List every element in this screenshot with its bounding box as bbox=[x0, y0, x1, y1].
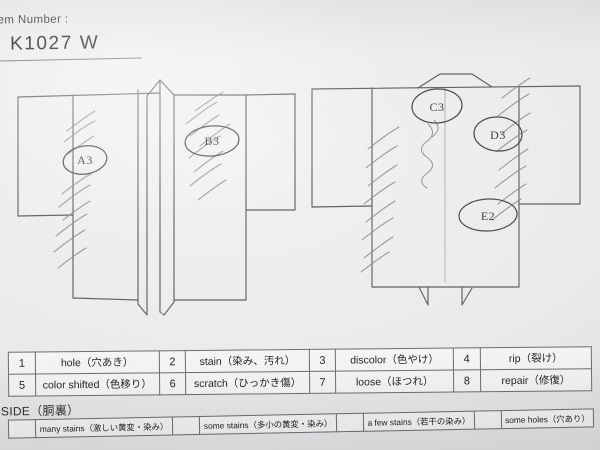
inside-section-title: NSIDE（胴裏） bbox=[0, 403, 80, 419]
damage-mark-c3-label: C3 bbox=[429, 100, 444, 114]
pencil-hatching-back-right bbox=[491, 77, 531, 221]
code-label: rip（裂け） bbox=[479, 346, 592, 370]
code-label: scratch（ひっかき傷） bbox=[185, 371, 310, 395]
code-label: color shifted（色移り） bbox=[35, 372, 160, 397]
code-number: 8 bbox=[453, 369, 481, 393]
code-label: stain（染み、汚れ） bbox=[185, 349, 310, 373]
inside-checkbox-some-stains[interactable] bbox=[172, 416, 200, 435]
code-label: loose（ほつれ） bbox=[335, 370, 454, 394]
damage-code-legend: 1 hole（穴あき） 2 stain（染み、汚れ） 3 discolor（色や… bbox=[7, 346, 593, 397]
inside-condition-row: many stains（激しい黄変・染み） some stains（多小の黄変・… bbox=[7, 408, 595, 439]
damage-mark-e2: E2 bbox=[458, 198, 518, 232]
inside-checkbox-a-few-stains[interactable] bbox=[336, 413, 364, 432]
code-number: 1 bbox=[8, 352, 36, 375]
inside-label-some-holes: some holes（穴あり） bbox=[501, 408, 594, 429]
damage-mark-e2-label: E2 bbox=[481, 209, 495, 223]
inside-checkbox-many-stains[interactable] bbox=[8, 419, 36, 439]
pencil-hatching-back-left bbox=[360, 126, 400, 273]
code-number: 4 bbox=[453, 347, 481, 371]
table-row: 5 color shifted（色移り） 6 scratch（ひっかき傷） 7 … bbox=[8, 368, 592, 397]
code-label: repair（修復） bbox=[480, 368, 592, 392]
item-number-underline bbox=[0, 57, 142, 62]
table-row: many stains（激しい黄変・染み） some stains（多小の黄変・… bbox=[8, 408, 594, 439]
code-number: 2 bbox=[158, 350, 186, 373]
code-number: 6 bbox=[159, 372, 187, 395]
pencil-hatching-front-right bbox=[185, 91, 231, 201]
damage-mark-a3-label: A3 bbox=[77, 153, 93, 167]
item-number-value: K1027 W bbox=[9, 32, 100, 55]
item-number-label: tem Number : bbox=[0, 13, 69, 27]
code-label: discolor（色やけ） bbox=[335, 348, 454, 372]
damage-mark-d3-label: D3 bbox=[490, 128, 506, 142]
code-number: 3 bbox=[308, 349, 336, 372]
pencil-squiggle-back-center bbox=[420, 119, 439, 189]
code-label: hole（穴あき） bbox=[35, 350, 160, 375]
kimono-front-view: A3 B3 bbox=[14, 76, 300, 316]
code-number: 7 bbox=[309, 371, 337, 394]
damage-mark-b3: B3 bbox=[184, 125, 240, 157]
inside-label-a-few-stains: a few stains（若干の染み） bbox=[363, 411, 475, 432]
damage-mark-d3: D3 bbox=[473, 116, 523, 152]
pencil-hatching-front-left bbox=[53, 110, 96, 269]
damage-mark-b3-label: B3 bbox=[204, 134, 219, 148]
code-number: 5 bbox=[8, 374, 36, 397]
kimono-back-view: C3 D3 E2 bbox=[306, 73, 596, 316]
inside-label-some-stains: some stains（多小の黄変・染み） bbox=[199, 413, 337, 435]
inside-label-many-stains: many stains（激しい黄変・染み） bbox=[35, 416, 173, 438]
damage-mark-c3: C3 bbox=[411, 88, 463, 124]
damage-mark-a3: A3 bbox=[62, 145, 108, 175]
inside-checkbox-some-holes[interactable] bbox=[474, 410, 502, 430]
